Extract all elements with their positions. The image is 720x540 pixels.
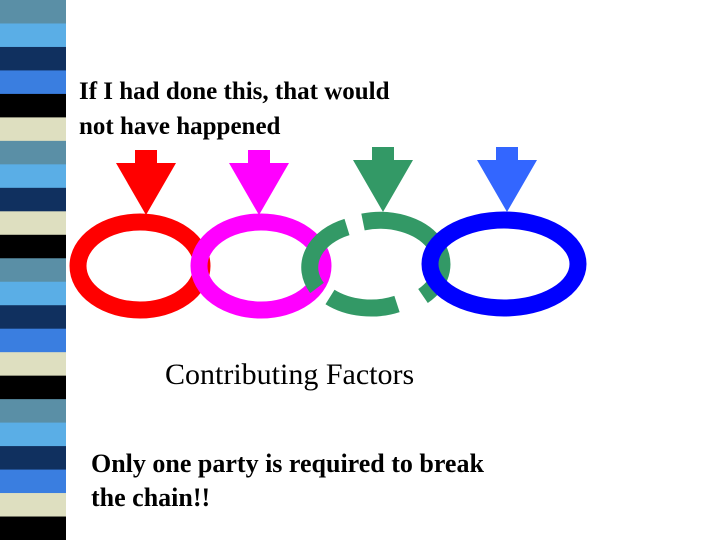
blue-arrow	[477, 147, 537, 212]
side-color-strip	[0, 0, 66, 540]
side-strip-block	[0, 516, 66, 540]
footer-line-2: the chain!!	[91, 483, 211, 512]
side-strip-block	[0, 305, 66, 330]
heading: If I had done this, that would not have …	[79, 74, 390, 144]
side-strip-block	[0, 281, 66, 306]
diagram-caption: Contributing Factors	[165, 358, 415, 391]
arrow-group	[116, 147, 537, 215]
magenta-arrow	[229, 150, 289, 215]
side-strip-block	[0, 352, 66, 377]
side-strip-block	[0, 446, 66, 471]
heading-line-2: not have happened	[79, 113, 281, 140]
side-strip-block	[0, 46, 66, 71]
side-strip-block	[0, 211, 66, 236]
side-strip-block	[0, 93, 66, 118]
side-strip-block	[0, 23, 66, 48]
blue-link	[421, 211, 587, 317]
side-strip-block	[0, 399, 66, 424]
side-strip-block	[0, 422, 66, 447]
side-strip-block	[0, 328, 66, 353]
heading-line-1: If I had done this, that would	[79, 78, 390, 105]
red-arrow	[116, 150, 176, 215]
side-strip-block	[0, 375, 66, 400]
footer-line-1: Only one party is required to break	[91, 449, 484, 478]
chain-links	[69, 211, 587, 319]
red-link	[69, 213, 211, 319]
green-link-bottom-segment	[325, 289, 400, 317]
green-link-top-segment	[301, 218, 350, 294]
side-strip-block	[0, 164, 66, 189]
side-strip-block	[0, 234, 66, 259]
magenta-link	[190, 213, 332, 319]
side-strip-block	[0, 140, 66, 165]
side-strip-block	[0, 117, 66, 142]
side-strip-block	[0, 0, 66, 24]
green-arrow	[353, 147, 413, 212]
footer-note: Only one party is required to break the …	[91, 447, 484, 515]
side-strip-block	[0, 469, 66, 494]
side-strip-block	[0, 493, 66, 518]
side-strip-block	[0, 187, 66, 212]
side-strip-block	[0, 258, 66, 283]
side-strip-block	[0, 70, 66, 95]
